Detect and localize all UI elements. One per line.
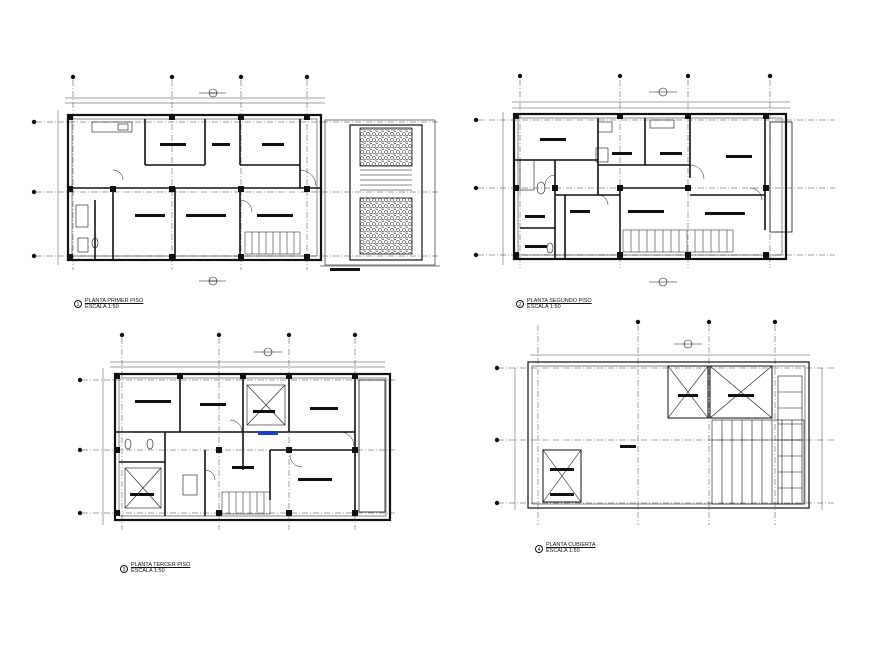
plan-title-block-1: PLANTA PRIMER PISO ESCALA 1:50 — [85, 298, 143, 310]
section-marker-plan-4 — [674, 339, 702, 349]
doors-plan-1 — [112, 169, 317, 213]
plan-title-block-4: PLANTA CUBIERTA ESCALA 1:50 — [546, 542, 596, 554]
plan-title-4: PLANTA CUBIERTA — [546, 542, 596, 548]
room-tags-plan-2 — [525, 138, 752, 248]
dimensions-plan-1 — [57, 97, 325, 265]
plan-number-3: 3 — [120, 565, 128, 573]
columns-plan-2 — [513, 113, 769, 258]
dimensions-plan-4 — [514, 354, 823, 510]
roof-outline-plan-4 — [527, 361, 810, 509]
plan-scale-1: ESCALA 1:50 — [85, 304, 119, 310]
plan-scale-3: ESCALA 1:50 — [131, 568, 165, 574]
exterior-walls-plan-3 — [113, 372, 392, 522]
plan-number-4: 4 — [535, 545, 543, 553]
room-tags-plan-3 — [130, 400, 338, 496]
section-marker-plan-1 — [199, 88, 226, 286]
section-marker-plan-3 — [254, 347, 282, 357]
stairs-plan-2 — [622, 229, 734, 253]
plan-number-1: 1 — [74, 300, 82, 308]
plan-title-3: PLANTA TERCER PISO — [131, 562, 191, 568]
grid-bubbles-plan-4 — [494, 319, 778, 506]
room-tags-plan-4 — [550, 394, 754, 496]
roof-strips-plan-4 — [711, 375, 805, 505]
floor-plan-2 — [473, 73, 835, 287]
grid-bubbles-plan-3 — [77, 332, 358, 516]
plan-title-block-2: PLANTA SEGUNDO PISO ESCALA 1:50 — [527, 298, 592, 310]
plan-title-1: PLANTA PRIMER PISO — [85, 298, 144, 304]
plan-scale-4: ESCALA 1:50 — [546, 548, 580, 554]
columns-plan-3 — [114, 373, 358, 516]
dimensions-plan-3 — [102, 361, 385, 525]
interior-walls-plan-1 — [68, 119, 321, 260]
stairs-plan-3 — [221, 491, 271, 515]
highlight-marker — [258, 431, 278, 435]
doors-plan-3 — [204, 419, 355, 481]
interior-walls-plan-2 — [514, 118, 766, 259]
section-marker-plan-2 — [649, 87, 677, 287]
garden-plan-1 — [324, 119, 436, 266]
dimensions-plan-2 — [502, 101, 790, 265]
grid-bubbles-plan-2 — [473, 73, 773, 258]
grid-axes-plan-4 — [498, 325, 835, 525]
skylights-plan-4 — [542, 365, 773, 503]
columns-plan-1 — [67, 114, 310, 260]
plan-title-2: PLANTA SEGUNDO PISO — [527, 298, 592, 304]
grid-bubbles-plan-1 — [31, 74, 310, 259]
plan-number-2: 2 — [516, 300, 524, 308]
plan-title-block-3: PLANTA TERCER PISO ESCALA 1:50 — [131, 562, 190, 574]
floor-plan-4 — [494, 319, 835, 525]
floor-plan-3 — [77, 332, 395, 530]
plan-scale-2: ESCALA 1:50 — [527, 304, 561, 310]
stairs-plan-1 — [244, 231, 301, 255]
doors-plan-2 — [544, 164, 763, 206]
floor-plan-1 — [31, 74, 440, 286]
room-tags-plan-1 — [135, 143, 293, 217]
